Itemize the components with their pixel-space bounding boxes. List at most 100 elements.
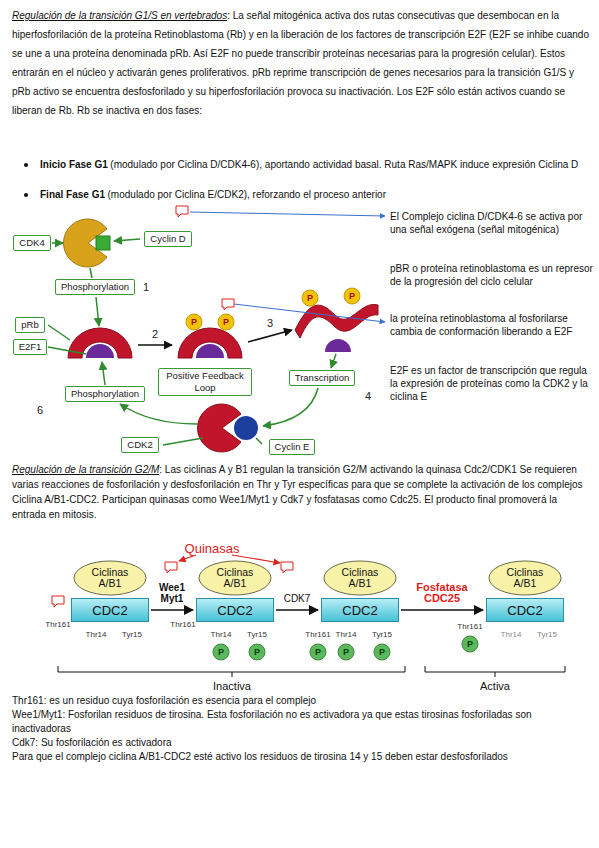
node-text: CDC2	[487, 599, 563, 623]
node-text: Cyclin D	[150, 233, 185, 245]
cyclin-ellipse: Ciclinas A/B1	[73, 560, 147, 596]
cyclin-ellipse: Ciclinas A/B1	[323, 560, 397, 596]
node-text: CDC2	[72, 599, 148, 623]
node-text: CDC2	[197, 599, 273, 623]
text: P	[343, 647, 349, 657]
label-box: Cyclin E	[269, 439, 316, 455]
phosphate-dot: P	[302, 290, 319, 307]
text: 2	[152, 328, 158, 340]
node-text: pRb	[21, 319, 38, 331]
text: 4	[365, 390, 371, 402]
label-box: CDK2	[121, 437, 158, 453]
text: Thr161	[170, 620, 195, 629]
node-text: CDK4	[19, 237, 44, 249]
side-note: El Complejo ciclina D/CDK4-6 se activa p…	[390, 210, 594, 236]
text: Thr161	[457, 622, 482, 631]
text: Tyr15	[247, 630, 267, 639]
arrow	[263, 388, 318, 426]
label-box: E2F1	[13, 339, 48, 355]
residue-label: Thr161	[45, 620, 70, 629]
node-text: Ciclinas A/B1	[208, 567, 262, 589]
text: P	[218, 647, 224, 657]
text: la proteína retinoblastoma al fosforilar…	[390, 313, 572, 337]
comment-marker	[281, 562, 293, 573]
reaction-arrow	[276, 609, 318, 611]
bracket-label: Inactiva	[213, 680, 251, 692]
residue-label: Thr161	[170, 620, 195, 629]
bullet-item: Inicio Fase G1(modulado por Ciclina D/CD…	[40, 158, 585, 172]
connector-line	[90, 268, 92, 278]
residue-label: Thr14	[86, 630, 107, 639]
callout-number: 2	[152, 328, 158, 340]
pointer-line	[48, 347, 86, 354]
text: Thr161	[45, 620, 70, 629]
notes: Thr161: es un residuo cuya fosforilación…	[12, 694, 590, 764]
text: Activa	[480, 680, 510, 692]
node-text: Cyclin E	[275, 441, 310, 453]
comment-marker	[222, 299, 234, 310]
residue-label: Tyr15	[537, 630, 557, 639]
ellipse-shape	[74, 561, 146, 595]
phosphate-dot: P	[249, 644, 266, 661]
text: Para que el complejo ciclina A/B1-CDC2 e…	[12, 750, 590, 764]
paragraph: Regulación de la transición G2/M: Las ci…	[12, 462, 590, 522]
cyclin-d-shape	[96, 236, 110, 250]
text: Thr14	[336, 630, 357, 639]
label-box: Phosphorylation	[65, 386, 145, 402]
text: (modulado por Ciclina E/CDK2), reforzand…	[108, 189, 386, 200]
callout-number: 1	[143, 281, 149, 293]
side-note: E2F es un factor de transcripción que re…	[390, 364, 594, 403]
bullet-item: Final Fase G1(modulado por Ciclina E/CDK…	[40, 188, 585, 202]
phosphate-dot: P	[218, 314, 235, 331]
text: P	[467, 639, 473, 649]
node-text: Phosphorylation	[61, 281, 129, 293]
text: 1	[143, 281, 149, 293]
text: E2F es un factor de transcripción que re…	[390, 365, 588, 402]
node-text: Ciclinas A/B1	[498, 567, 552, 589]
residue-label: Tyr15	[122, 630, 142, 639]
text: 3	[267, 317, 273, 329]
rb-p-shape	[178, 328, 242, 358]
pointer-line	[256, 438, 262, 444]
phosphate-dot: P	[338, 644, 355, 661]
text: Inicio Fase G1	[40, 159, 108, 170]
arrow	[138, 344, 172, 346]
node-text: Ciclinas A/B1	[333, 567, 387, 589]
phosphate-dot: P	[374, 644, 391, 661]
arrow	[120, 404, 197, 424]
text: Thr161	[305, 630, 330, 639]
rb-shape	[68, 328, 132, 358]
residue-label: Thr14	[211, 630, 232, 639]
free-rb-shape	[295, 304, 378, 338]
residue-label: Tyr15	[247, 630, 267, 639]
label-box: Phosphorylation	[55, 279, 135, 295]
annotation-arrow	[234, 304, 385, 322]
text: Thr14	[86, 630, 107, 639]
node-text: Ciclinas A/B1	[83, 567, 137, 589]
text: Tyr15	[372, 630, 392, 639]
arrow	[52, 242, 63, 244]
cyclin-ellipse: Ciclinas A/B1	[488, 560, 562, 596]
e2f-shape	[86, 344, 114, 358]
text: P	[254, 647, 260, 657]
label-box: CDK4	[13, 235, 50, 251]
bracket-label: Activa	[480, 680, 510, 692]
label-box: Cyclin D	[144, 231, 191, 247]
arrow	[331, 354, 336, 368]
label-box: Positive Feedback Loop	[158, 368, 252, 396]
ellipse-shape	[489, 561, 561, 595]
edge-label: Fosfatasa CDC25	[407, 582, 477, 604]
residue-label: Thr161	[305, 630, 330, 639]
text: pBR o proteína retinoblastoma es un repr…	[390, 263, 593, 287]
comment-marker	[176, 206, 188, 217]
phosphate-dot: P	[213, 644, 230, 661]
ellipse-shape	[199, 561, 271, 595]
phosphate-dot: P	[462, 636, 479, 653]
arrow	[102, 362, 105, 385]
text: : La señal mitogénica activa dos rutas c…	[12, 10, 589, 116]
text: P	[379, 647, 385, 657]
text: Quinasas	[185, 541, 240, 556]
phosphate-dot: P	[344, 288, 361, 305]
